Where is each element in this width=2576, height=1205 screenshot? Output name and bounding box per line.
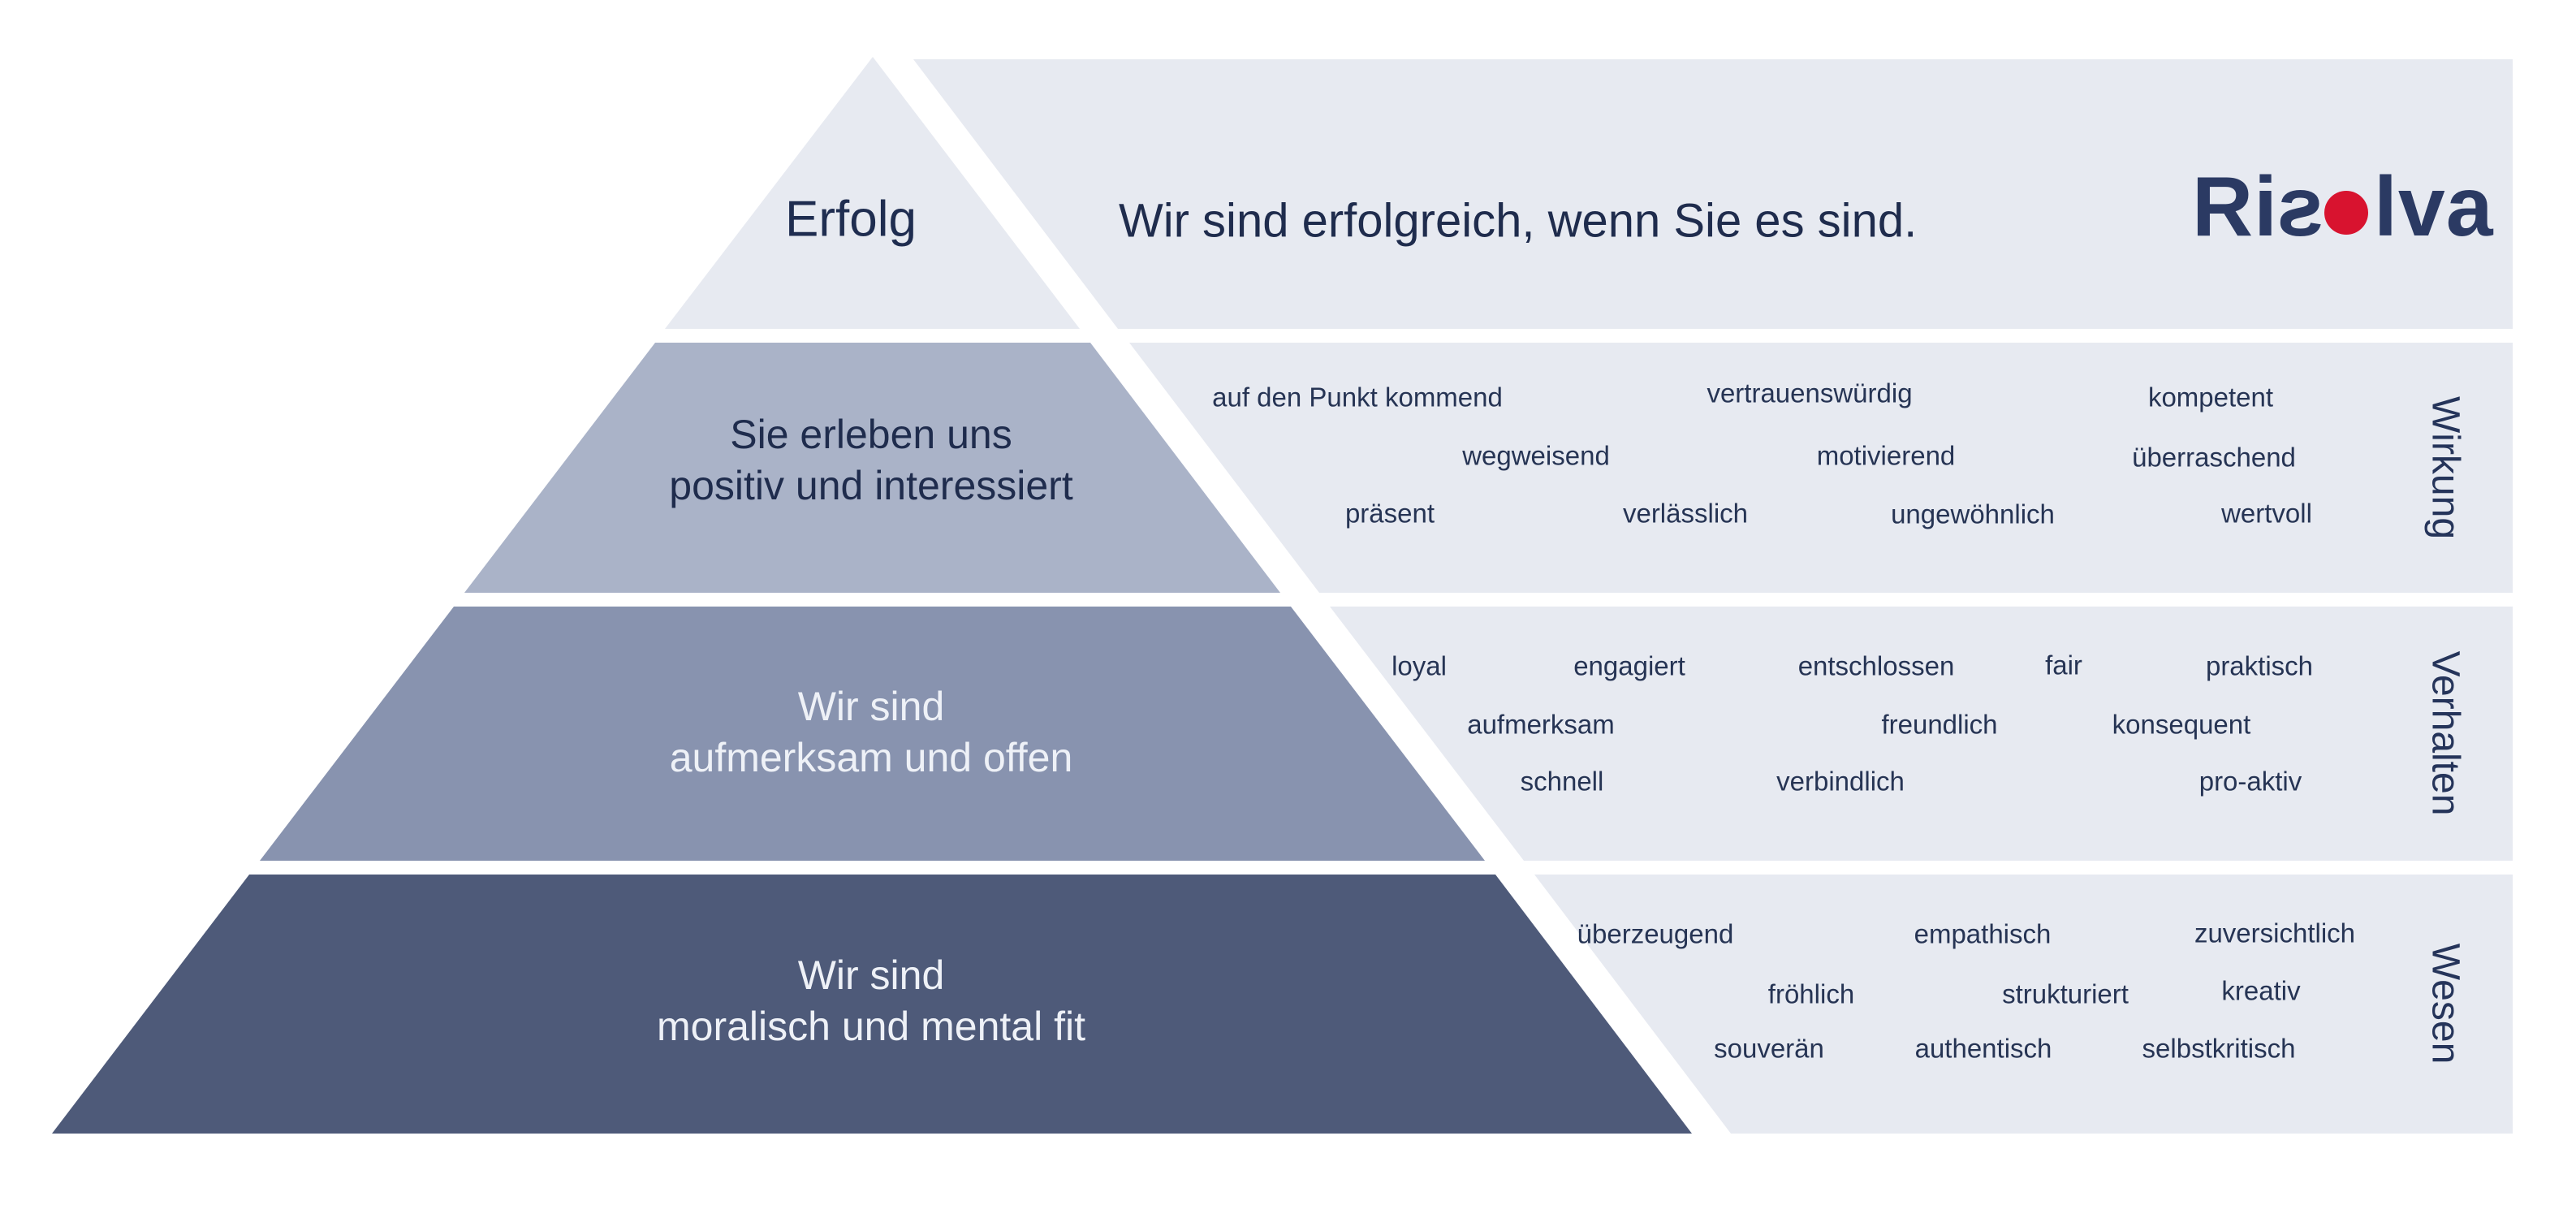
headline: Wir sind erfolgreich, wenn Sie es sind. <box>1119 195 1917 248</box>
cloud-word: praktisch <box>2206 651 2313 681</box>
cloud-word: präsent <box>1345 499 1435 529</box>
pyramid-label-level4-line1: Wir sind <box>798 952 945 998</box>
cloud-word: kompetent <box>2148 382 2273 412</box>
side-label-wesen: Wesen <box>2424 944 2467 1065</box>
cloud-word: verlässlich <box>1623 499 1748 529</box>
cloud-word: auf den Punkt kommend <box>1212 382 1503 412</box>
cloud-word: engagiert <box>1573 651 1685 681</box>
pyramid-label-level2-line1: Sie erleben uns <box>730 412 1012 457</box>
panel-top <box>913 59 2513 329</box>
cloud-word: strukturiert <box>2002 979 2129 1009</box>
cloud-word: zuversichtlich <box>2194 918 2355 948</box>
cloud-word: kreativ <box>2221 976 2301 1006</box>
pyramid-level-aufmerksam <box>260 607 1485 861</box>
cloud-word: authentisch <box>1915 1034 2052 1064</box>
cloud-word: überzeugend <box>1577 919 1734 949</box>
pyramid-label-level3-line2: aufmerksam und offen <box>670 735 1073 780</box>
word-cloud-verhalten: loyal engagiert entschlossen fair prakti… <box>1392 650 2313 797</box>
cloud-word: pro-aktiv <box>2199 767 2302 797</box>
side-label-verhalten: Verhalten <box>2424 651 2467 816</box>
logo-mirrored-s: s <box>2276 160 2324 254</box>
logo-text-lva: lva <box>2374 160 2494 254</box>
cloud-word: aufmerksam <box>1467 710 1615 740</box>
cloud-word: wegweisend <box>1461 441 1610 471</box>
cloud-word: motivierend <box>1817 441 1956 471</box>
cloud-word: entschlossen <box>1798 651 1955 681</box>
cloud-word: souverän <box>1714 1034 1824 1064</box>
pyramid-level-erfolg <box>665 57 1080 329</box>
pyramid-level-sie-erleben-uns <box>464 343 1280 593</box>
panel-wirkung <box>1129 343 2513 593</box>
pyramid-label-level2-line2: positiv und interessiert <box>669 463 1073 508</box>
cloud-word: ungewöhnlich <box>1891 499 2055 529</box>
cloud-word: konsequent <box>2112 710 2251 740</box>
cloud-word: freundlich <box>1881 710 1997 740</box>
cloud-word: vertrauenswürdig <box>1707 378 1912 408</box>
cloud-word: loyal <box>1392 651 1447 681</box>
side-label-wirkung: Wirkung <box>2424 396 2467 539</box>
cloud-word: empathisch <box>1914 919 2052 949</box>
pyramid-label-erfolg: Erfolg <box>785 192 917 248</box>
word-cloud-wesen: überzeugend empathisch zuversichtlich fr… <box>1577 918 2355 1064</box>
panel-wesen <box>1534 875 2513 1134</box>
pyramid-level-moralisch <box>52 875 1692 1134</box>
cloud-word: wertvoll <box>2220 499 2312 529</box>
cloud-word: schnell <box>1521 767 1604 797</box>
brand-logo: Ri s lva <box>2192 160 2494 254</box>
pyramid-label-level4-line2: moralisch und mental fit <box>657 1004 1085 1049</box>
pyramid-label-level3-line1: Wir sind <box>798 684 945 729</box>
panel-verhalten <box>1330 607 2513 861</box>
cloud-word: überraschend <box>2132 443 2296 473</box>
cloud-word: selbstkritisch <box>2142 1034 2296 1064</box>
word-cloud-wirkung: auf den Punkt kommend vertrauenswürdig k… <box>1212 378 2312 529</box>
cloud-word: fröhlich <box>1768 979 1854 1009</box>
cloud-word: verbindlich <box>1776 767 1905 797</box>
cloud-word: fair <box>2045 650 2082 680</box>
logo-dot-icon <box>2324 191 2368 235</box>
logo-text-ri: Ri <box>2192 160 2278 254</box>
